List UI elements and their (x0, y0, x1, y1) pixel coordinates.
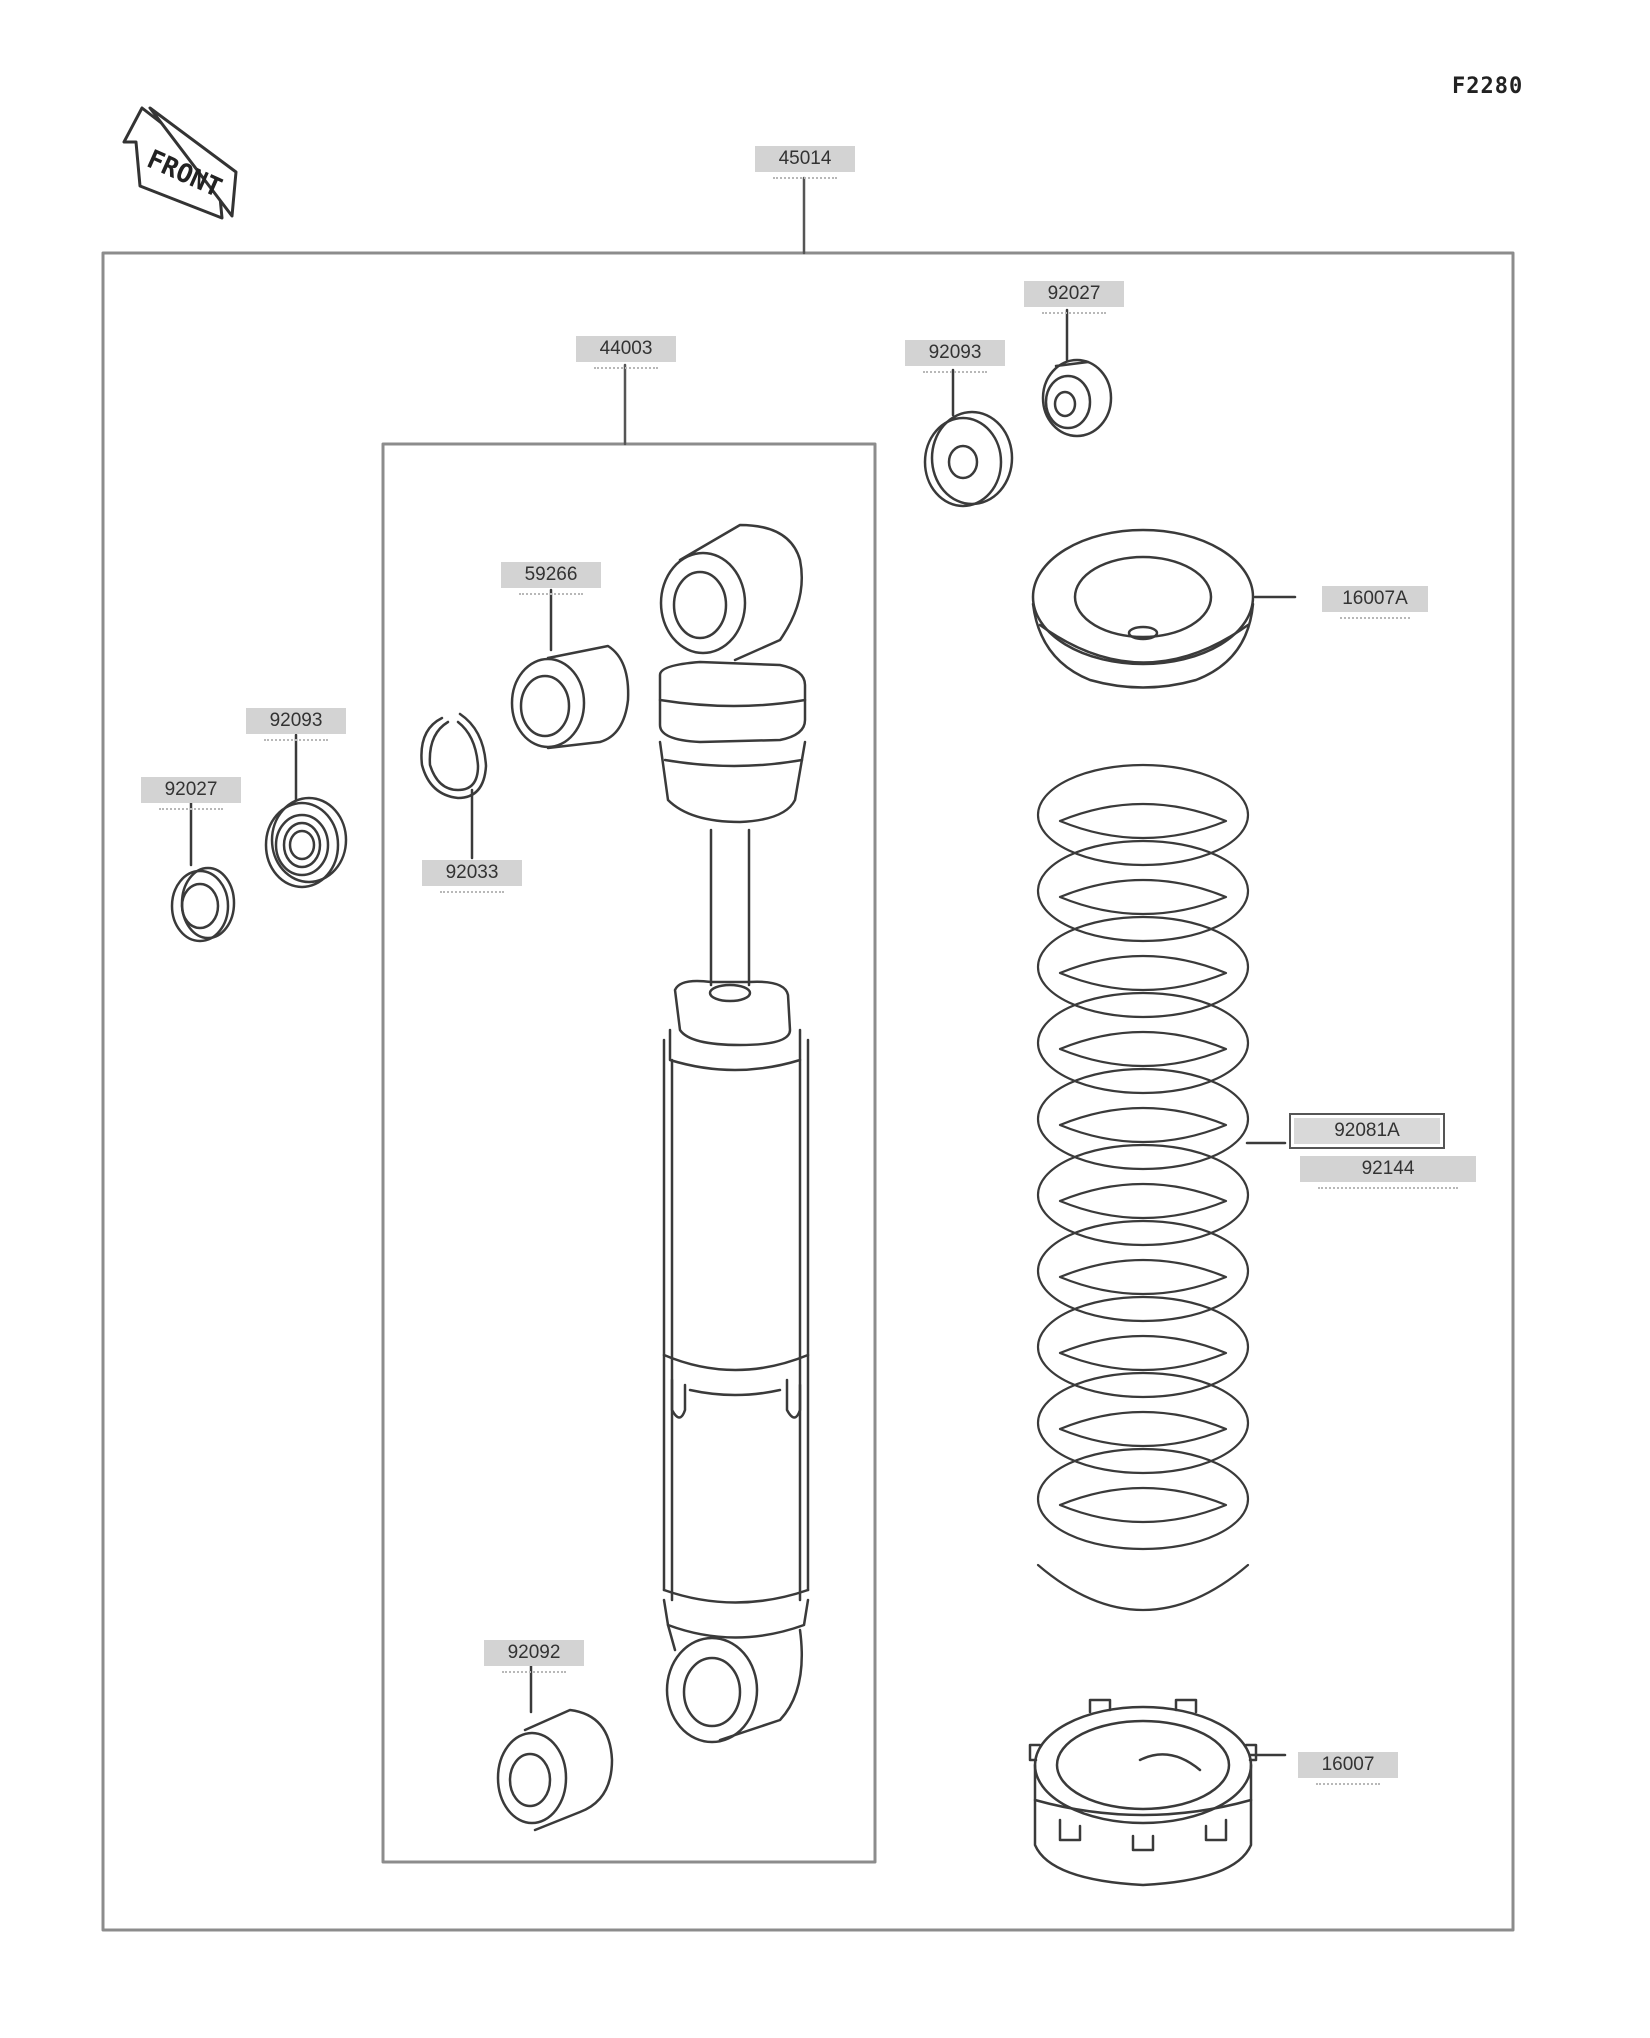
part-92092-bushing[interactable] (496, 1708, 614, 1832)
spring-coil-outer (1036, 1447, 1250, 1551)
spring-coil-inner (1058, 1182, 1228, 1220)
part-92027-left-collar[interactable] (170, 866, 236, 943)
callout-59266[interactable]: 59266 (501, 562, 601, 595)
callout-92081A[interactable]: 92081A (1289, 1113, 1445, 1149)
shock-frame (381, 442, 877, 1864)
part-16007-adjuster-nut[interactable] (1028, 1698, 1258, 1887)
spring-coil-inner (1058, 802, 1228, 840)
figure-code: F2280 (1452, 74, 1524, 99)
spring-coil-inner (1058, 954, 1228, 992)
part-59266-bushing[interactable] (510, 644, 630, 750)
callout-92092[interactable]: 92092 (484, 1640, 584, 1673)
part-92027-top[interactable] (1041, 358, 1113, 438)
callout-92033[interactable]: 92033 (422, 860, 522, 893)
callout-45014[interactable]: 45014 (755, 146, 855, 179)
spring-coil-outer (1036, 763, 1250, 867)
spring-coil-inner (1058, 1486, 1228, 1524)
part-92093-left-seal[interactable] (264, 796, 348, 889)
spring-coil-outer (1036, 1371, 1250, 1475)
spring-coil-inner (1058, 1258, 1228, 1296)
spring-coil-outer (1036, 915, 1250, 1019)
spring-coil-end (1036, 1563, 1250, 1612)
part-92093-top[interactable] (923, 410, 1014, 508)
spring-coil-outer (1036, 991, 1250, 1095)
callout-92093-top[interactable]: 92093 (905, 340, 1005, 373)
part-92033-circlip[interactable] (420, 712, 488, 800)
spring-coil-outer (1036, 1219, 1250, 1323)
part-92144-coil-spring[interactable] (1036, 763, 1250, 1612)
callout-16007[interactable]: 16007 (1298, 1752, 1398, 1785)
spring-coil-inner (1058, 878, 1228, 916)
part-16007A-spring-seat[interactable] (1031, 528, 1255, 689)
callout-92027-top[interactable]: 92027 (1024, 281, 1124, 314)
callout-92093-left[interactable]: 92093 (246, 708, 346, 741)
callout-92027-left[interactable]: 92027 (141, 777, 241, 810)
spring-coil-inner (1058, 1334, 1228, 1372)
assembly-frame (101, 251, 1515, 1932)
callout-44003[interactable]: 44003 (576, 336, 676, 369)
spring-coil-outer (1036, 1295, 1250, 1399)
spring-coil-outer (1036, 1143, 1250, 1247)
spring-coil-outer (1036, 1067, 1250, 1171)
callout-16007A[interactable]: 16007A (1322, 586, 1428, 619)
spring-coil-inner (1058, 1410, 1228, 1448)
callout-92144[interactable]: 92144 (1300, 1156, 1476, 1189)
spring-coil-inner (1058, 1106, 1228, 1144)
spring-coil-outer (1036, 839, 1250, 943)
spring-coil-inner (1058, 1030, 1228, 1068)
part-44003-shock-absorber[interactable] (658, 523, 810, 1744)
front-arrow-icon: FRONT (122, 106, 238, 220)
